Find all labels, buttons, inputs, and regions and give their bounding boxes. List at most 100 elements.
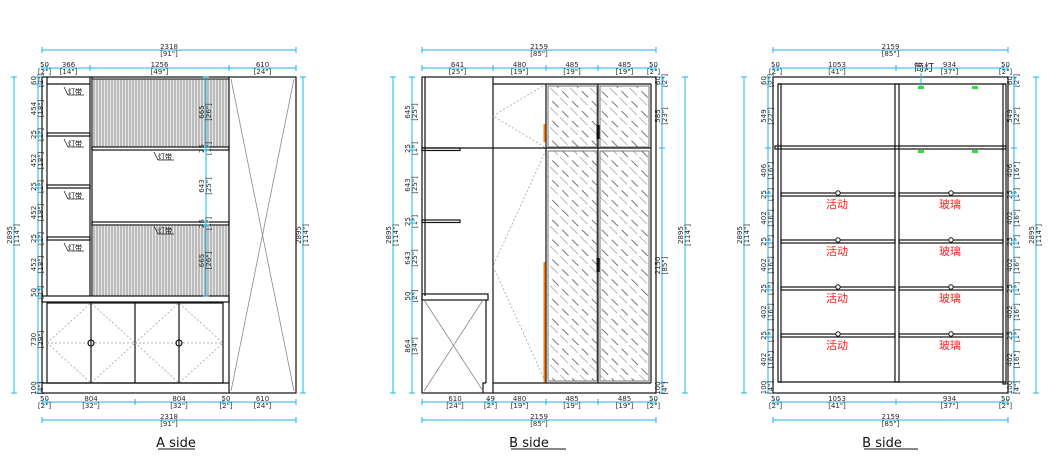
- dimension-value-inch: [2"]: [661, 74, 669, 87]
- dimension-value-inch: [4"]: [767, 381, 775, 394]
- dimension-value-inch: [1"]: [205, 142, 213, 155]
- downlight-icon: [972, 150, 978, 153]
- panel-b-shelf: [421, 147, 461, 152]
- dimension-value-mm: 25: [760, 237, 768, 246]
- dimension-value-mm: 610: [256, 61, 269, 69]
- dimension-segment: 641[25"]: [421, 61, 494, 76]
- dimension-segment: 665[26"]: [198, 224, 213, 297]
- panel-c-elevation: 活动玻璃活动玻璃活动玻璃活动玻璃 筒灯: [772, 61, 1009, 394]
- dimension-value-inch: [25"]: [205, 177, 213, 195]
- dimension-value-inch: [19"]: [563, 402, 581, 410]
- glass-shelf: 活动玻璃: [780, 331, 1004, 352]
- dimension-value-mm: 804: [84, 395, 98, 403]
- light-strip-label: 灯带: [153, 151, 174, 161]
- orange-handle-icon: [543, 262, 546, 382]
- dimension-segment: 1053[41"]: [777, 395, 897, 410]
- dimension-value-inch: [41"]: [828, 402, 846, 410]
- dimension-value-inch: [2"]: [37, 286, 45, 299]
- dimension-value-mm: 2318: [160, 43, 178, 51]
- dimension-value-inch: [34"]: [411, 337, 419, 355]
- dimension-segment: 366[14"]: [46, 61, 91, 76]
- svg-text:灯带: 灯带: [68, 139, 82, 148]
- dimension-value-mm: 2895: [736, 226, 744, 244]
- dimension-value-mm: 549: [1006, 109, 1014, 122]
- dimension-value-inch: [22"]: [767, 107, 775, 125]
- dimension-value-inch: [16"]: [767, 256, 775, 274]
- dimension-annotations: 2318[91"]50[2"]366[14"]1256[49"]610[24"]…: [6, 43, 1043, 428]
- overall-height-dimension: 2895[114"]: [385, 76, 400, 394]
- light-strip-label: 灯带: [63, 190, 84, 200]
- dimension-segment: 50[2"]: [647, 395, 660, 410]
- door-knob-icon: [87, 339, 95, 347]
- dimension-value-inch: [16"]: [1013, 350, 1021, 368]
- dimension-value-inch: [24"]: [446, 402, 464, 410]
- panel-b-glass-doors: [547, 84, 652, 383]
- dimension-value-inch: [85"]: [882, 420, 900, 428]
- dimension-value-mm: 485: [565, 61, 578, 69]
- dimension-value-mm: 454: [30, 101, 38, 115]
- dimension-segment: 485[19"]: [597, 61, 652, 76]
- overall-height-dimension: 2895[114"]: [1028, 76, 1043, 394]
- dimension-value-mm: 2159: [530, 43, 548, 51]
- adjustable-shelf-label: 活动: [826, 245, 848, 258]
- dimension-value-mm: 934: [943, 395, 957, 403]
- dimension-segment: 454[18"]: [30, 83, 45, 134]
- dimension-value-inch: [2"]: [484, 402, 497, 410]
- dimension-value-inch: [37"]: [941, 402, 959, 410]
- dimension-value-mm: 25: [30, 234, 38, 243]
- dimension-segment: 643[25"]: [404, 222, 419, 294]
- dimension-value-mm: 2159: [882, 43, 900, 51]
- dimension-value-inch: [114"]: [302, 224, 310, 246]
- shelf-pin-icon: [835, 284, 841, 290]
- dimension-value-inch: [41"]: [828, 68, 846, 76]
- dimension-value-mm: 25: [1006, 331, 1014, 340]
- panel-b-shelf: [421, 219, 461, 224]
- dimension-value-inch: [2"]: [999, 402, 1012, 410]
- light-strip-label: 灯带: [63, 86, 84, 96]
- panel-b-door-swing: [492, 83, 547, 149]
- dimension-value-mm: 2895: [6, 226, 14, 244]
- dimension-value-inch: [2"]: [1013, 74, 1021, 87]
- door-knob-icon: [175, 339, 183, 347]
- dimension-value-inch: [19"]: [616, 68, 634, 76]
- dimension-value-inch: [32"]: [82, 402, 100, 410]
- dimension-segment: 643[25"]: [404, 149, 419, 221]
- overall-height-dimension: 2895[114"]: [295, 76, 310, 394]
- dimension-value-inch: [2"]: [647, 68, 660, 76]
- dimension-value-mm: 402: [760, 305, 768, 318]
- dimension-value-inch: [23"]: [661, 107, 669, 125]
- downlight-icon: [918, 150, 924, 153]
- dimension-value-inch: [19"]: [511, 68, 529, 76]
- dimension-value-mm: 25: [760, 190, 768, 199]
- overall-width-dimension: 2159[85"]: [421, 43, 657, 58]
- dimension-value-mm: 50: [30, 288, 38, 297]
- dimension-value-mm: 402: [1006, 353, 1014, 366]
- dimension-value-mm: 645: [404, 105, 412, 118]
- dimension-value-mm: 49: [486, 395, 495, 403]
- dimension-value-mm: 100: [654, 381, 662, 394]
- dimension-value-inch: [114"]: [1035, 224, 1043, 246]
- panel-a-countertop: [41, 295, 230, 303]
- glass-shelf-label: 玻璃: [939, 244, 961, 258]
- dimension-value-mm: 485: [618, 61, 631, 69]
- dimension-value-mm: 402: [760, 211, 768, 224]
- dimension-value-inch: [1"]: [767, 188, 775, 201]
- dimension-value-mm: 643: [404, 178, 412, 191]
- dimension-value-mm: 452: [30, 206, 38, 219]
- dimension-segment: 50[2"]: [999, 61, 1012, 76]
- dimension-value-inch: [26"]: [205, 103, 213, 121]
- dimension-value-mm: 25: [30, 182, 38, 191]
- dimension-value-inch: [2"]: [999, 68, 1012, 76]
- dimension-value-mm: 25: [30, 130, 38, 139]
- panel-a-title: A side: [156, 436, 196, 451]
- panel-c-glass-shelves: 活动玻璃活动玻璃活动玻璃活动玻璃: [780, 190, 1004, 352]
- dimension-value-inch: [19"]: [616, 402, 634, 410]
- panel-a-display-column: [46, 77, 93, 296]
- dimension-value-mm: 60: [1006, 76, 1014, 85]
- dimension-value-mm: 641: [451, 61, 464, 69]
- dimension-value-mm: 2895: [677, 226, 685, 244]
- dimension-value-mm: 50: [1001, 61, 1010, 69]
- dimension-segment: 100[4"]: [30, 381, 45, 395]
- dimension-value-inch: [16"]: [1013, 209, 1021, 227]
